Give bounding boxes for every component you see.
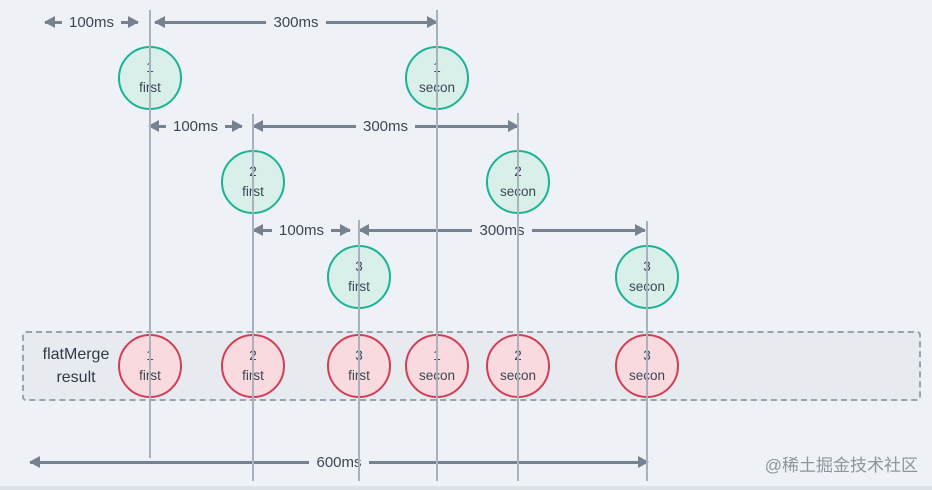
arrow-left-head [45,20,62,24]
timeline-line-6 [646,221,648,481]
gap-arrow-stream-1: 100ms [45,13,138,31]
timeline-line-5 [517,113,519,481]
duration-arrow-stream-2-label: 300ms [362,117,409,135]
timeline-line-4 [436,10,438,481]
arrow-left-head [155,20,267,24]
arrow-left-head [253,228,272,232]
arrow-right-head [225,124,242,128]
gap-arrow-stream-2: 100ms [149,117,242,135]
gap-arrow-stream-1-label: 100ms [68,13,115,31]
timeline-line-2 [252,114,254,481]
result-box-label-line2: result [56,368,96,386]
gap-arrow-stream-2-label: 100ms [172,117,219,135]
result-box-label-line1: flatMerge [42,346,110,363]
arrow-right-head [531,228,645,232]
timeline-line-1 [149,10,151,458]
arrow-right-head [415,124,518,128]
gap-arrow-stream-3-label: 100ms [278,221,325,239]
arrow-left-head [253,124,356,128]
duration-arrow-stream-1-label: 300ms [273,13,319,31]
arrow-left-head [149,124,166,128]
duration-arrow-stream-2: 300ms [253,117,518,135]
arrow-right-head [325,20,437,24]
gap-arrow-stream-3: 100ms [253,221,350,239]
duration-arrow-stream-3: 300ms [359,221,645,239]
total-duration-label: 600ms [316,453,362,471]
duration-arrow-stream-1: 300ms [155,13,437,31]
arrow-right-head [331,228,350,232]
arrow-right-head [368,460,648,464]
arrow-left-head [359,228,473,232]
total-duration-arrow: 600ms [30,453,648,471]
duration-arrow-stream-3-label: 300ms [479,221,525,239]
result-box-label: flatMerge result [26,344,126,389]
arrow-left-head [30,460,310,464]
bottom-edge-strip [0,486,932,490]
timeline-line-3 [358,220,360,481]
watermark-text: @稀土掘金技术社区 [764,456,918,475]
arrow-right-head [121,20,138,24]
